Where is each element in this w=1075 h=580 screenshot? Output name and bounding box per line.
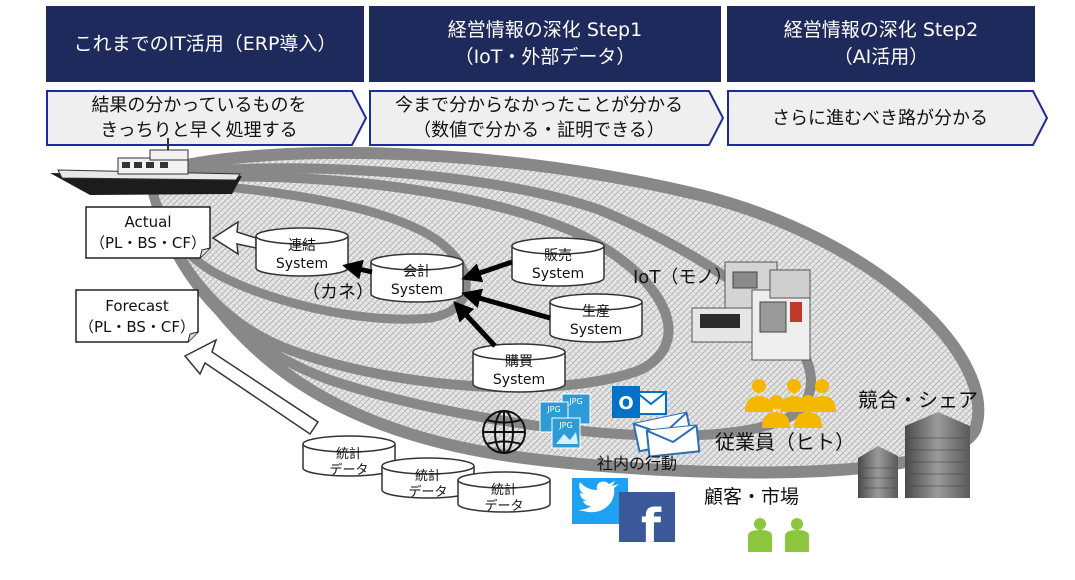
arrow-sales-to-accounting: [461, 259, 513, 283]
cylinder-purchasing: 購買 System: [472, 343, 566, 393]
production-name: 生産: [582, 304, 610, 320]
buildings-icon: [858, 412, 970, 498]
header-step1-line2: （IoT・外部データ）: [454, 46, 636, 68]
machine-icons: [691, 261, 811, 361]
stats-2-line2: データ: [408, 484, 447, 500]
arrow-purchasing-to-accounting: [453, 301, 497, 348]
label-internal: 社内の行動: [597, 454, 677, 473]
stats-1-line1: 統計: [336, 446, 362, 462]
stats-3-line1: 統計: [491, 482, 517, 498]
cylinder-stats-1: 統計 データ: [302, 435, 396, 478]
banner-current-shape: [46, 90, 368, 146]
customers-icon: [748, 518, 809, 552]
stats-3-line2: データ: [484, 498, 523, 514]
consolidation-system: System: [276, 256, 328, 272]
globe-icon: [482, 410, 526, 454]
arrow-accounting-to-consolidation: [342, 259, 373, 280]
header-step2-line2: （AI活用）: [833, 46, 929, 68]
label-employees: 従業員（ヒト）: [715, 430, 855, 454]
header-step2-line1: 経営情報の深化 Step2: [783, 19, 979, 41]
forecast-box: Forecast （PL・BS・CF）: [75, 289, 199, 343]
accounting-name: 会計: [403, 264, 431, 280]
consolidation-name: 連結: [288, 238, 316, 254]
banner-step2-text: さらに進むべき路が分かる: [727, 90, 1033, 146]
banner-step2-shape: [727, 90, 1049, 146]
label-money: （カネ）: [302, 282, 374, 303]
arrow-to-forecast: [183, 338, 320, 436]
banner-current-line2: きっちりと早く処理する: [100, 120, 298, 141]
cylinder-stats-2: 統計 データ: [381, 457, 475, 500]
banner-step1-line2: （数値で分かる・証明できる）: [413, 120, 665, 141]
arrow-production-to-accounting: [461, 288, 551, 321]
banner-step1-line1: 今まで分からなかったことが分かる: [395, 95, 683, 116]
stats-2-line1: 統計: [415, 468, 441, 484]
jpg-label-3: JPG: [558, 421, 572, 430]
sales-name: 販売: [544, 248, 572, 264]
banner-current-line1: 結果の分かっているものを: [91, 95, 307, 116]
production-system: System: [570, 322, 622, 338]
jpg-label-1: JPG: [568, 397, 582, 406]
purchasing-system: System: [493, 372, 545, 388]
facebook-icon: f: [619, 492, 675, 553]
cylinder-sales: 販売 System: [511, 237, 605, 287]
employees-icon: [745, 379, 836, 428]
actual-box: Actual （PL・BS・CF）: [85, 206, 211, 259]
header-step1-line1: 経営情報の深化 Step1: [447, 19, 643, 41]
outlook-icon: O: [612, 386, 667, 418]
actual-title: Actual: [125, 213, 172, 231]
forecast-subtitle: （PL・BS・CF）: [79, 318, 195, 336]
accounting-system: System: [391, 282, 443, 298]
forecast-title: Forecast: [105, 297, 169, 315]
header-current-it: これまでのIT活用（ERP導入）: [46, 6, 364, 82]
banner-step1-text: 今まで分からなかったことが分かる （数値で分かる・証明できる）: [369, 90, 709, 146]
banner-step2-line1: さらに進むべき路が分かる: [772, 107, 988, 129]
envelopes-icon: [632, 411, 701, 458]
cylinder-stats-3: 統計 データ: [457, 471, 551, 514]
jpg-label-2: JPG: [546, 405, 560, 414]
purchasing-name: 購買: [505, 354, 533, 370]
facebook-letter: f: [641, 499, 662, 553]
banner-step1: 今まで分からなかったことが分かる （数値で分かる・証明できる）: [369, 90, 725, 146]
banner-current-text: 結果の分かっているものを きっちりと早く処理する: [46, 90, 352, 146]
outlook-letter: O: [618, 393, 633, 414]
cylinder-accounting: 会計 System: [370, 253, 464, 303]
jpg-files-icon: JPG JPG JPG: [539, 393, 591, 449]
cylinder-consolidation: 連結 System: [255, 227, 349, 277]
actual-subtitle: （PL・BS・CF）: [90, 234, 206, 252]
label-competition: 競合・シェア: [858, 388, 978, 412]
header-current-it-line1: これまでのIT活用（ERP導入）: [73, 32, 337, 55]
banner-current: 結果の分かっているものを きっちりと早く処理する: [46, 90, 368, 146]
label-customers: 顧客・市場: [704, 486, 799, 508]
label-iot: IoT（モノ）: [633, 267, 732, 288]
banner-step1-shape: [369, 90, 725, 146]
twitter-icon: [572, 478, 628, 524]
banner-step2: さらに進むべき路が分かる: [727, 90, 1049, 146]
cylinder-production: 生産 System: [549, 293, 643, 343]
header-step2: 経営情報の深化 Step2 （AI活用）: [727, 6, 1035, 82]
ship-icon: [50, 138, 242, 195]
stats-1-line2: データ: [329, 462, 368, 478]
sales-system: System: [532, 266, 584, 282]
header-step1: 経営情報の深化 Step1 （IoT・外部データ）: [369, 6, 721, 82]
